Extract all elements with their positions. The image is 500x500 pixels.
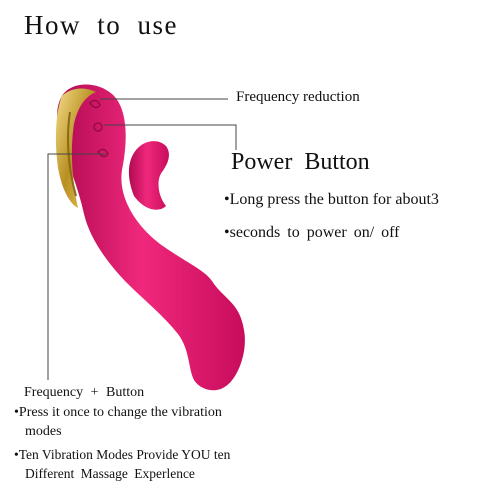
- bullet-glyph: •: [14, 405, 19, 420]
- frequency-plus-label: Frequency + Button: [24, 385, 145, 400]
- frequency-instruction-line-2: •Ten Vibration Modes Provide YOU ten: [14, 447, 230, 463]
- gold-handle: [55, 88, 96, 208]
- leader-frequency-plus: [47, 153, 106, 380]
- power-instruction-text-1: Long press the button for about3: [229, 191, 439, 208]
- leader-power-button: [104, 124, 237, 150]
- frequency-instruction-line-1b: modes: [25, 424, 62, 439]
- frequency-instruction-text-2: Ten Vibration Modes Provide YOU ten: [18, 447, 231, 462]
- frequency-instruction-text-1: Press it once to change the vibration: [18, 405, 222, 420]
- power-button-label: Power Button: [231, 149, 370, 175]
- bullet-glyph: •: [14, 447, 19, 462]
- frequency-reduction-label: Frequency reduction: [236, 89, 360, 105]
- device-shaft: [57, 84, 245, 391]
- power-instruction-line-1: •Long press the button for about3: [224, 191, 439, 209]
- frequency-instruction-line-1: •Press it once to change the vibration: [14, 405, 222, 421]
- bullet-glyph: •: [224, 191, 230, 208]
- bullet-glyph: •: [224, 224, 230, 241]
- power-instruction-text-2: seconds to power on/ off: [229, 224, 400, 241]
- device-arm: [128, 141, 169, 210]
- power-button: [93, 122, 103, 132]
- frequency-plus-button: [97, 148, 109, 158]
- frequency-instruction-line-2b: Different Massage Experlence: [25, 466, 195, 481]
- power-instruction-line-2: •seconds to power on/ off: [224, 224, 400, 242]
- page-title: How to use: [24, 10, 178, 40]
- frequency-reduction-button: [89, 99, 101, 109]
